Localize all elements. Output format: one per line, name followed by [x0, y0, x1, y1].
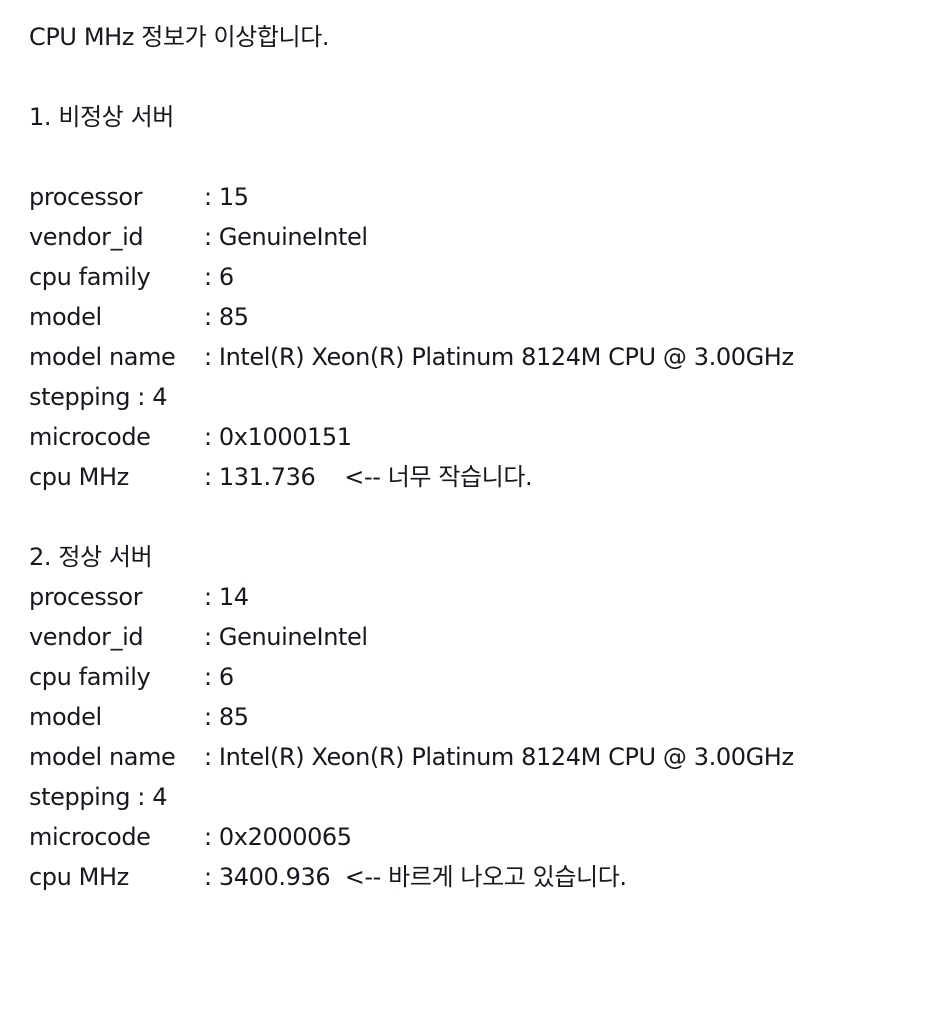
row-processor: processor : 15 — [29, 177, 249, 217]
row-microcode: microcode : 0x2000065 — [29, 817, 352, 857]
row-value: : 85 — [204, 703, 249, 731]
row-model-name: model name : Intel(R) Xeon(R) Platinum 8… — [29, 737, 794, 777]
row-value: : 6 — [204, 663, 234, 691]
section-heading-abnormal: 1. 비정상 서버 — [29, 103, 174, 131]
row-vendor-id: vendor_id : GenuineIntel — [29, 617, 368, 657]
row-value: : 131.736 <-- 너무 작습니다. — [204, 463, 533, 491]
row-key: microcode — [29, 423, 151, 451]
row-key: processor — [29, 583, 143, 611]
row-key: vendor_id — [29, 223, 144, 251]
row-value: : 85 — [204, 303, 249, 331]
row-value: : GenuineIntel — [204, 623, 368, 651]
row-key: vendor_id — [29, 623, 144, 651]
row-key: cpu MHz — [29, 463, 129, 491]
row-key: cpu MHz — [29, 863, 129, 891]
row-key: model — [29, 703, 102, 731]
row-value: : 14 — [204, 583, 249, 611]
row-cpu-family: cpu family : 6 — [29, 257, 234, 297]
intro-text: CPU MHz 정보가 이상합니다. — [29, 23, 330, 51]
row-stepping: stepping : 4 — [29, 783, 168, 811]
row-value: : 3400.936 <-- 바르게 나오고 있습니다. — [204, 863, 627, 891]
row-cpu-mhz: cpu MHz : 3400.936 <-- 바르게 나오고 있습니다. — [29, 857, 627, 897]
row-value: : 0x2000065 — [204, 823, 352, 851]
row-model-name: model name : Intel(R) Xeon(R) Platinum 8… — [29, 337, 794, 377]
row-key: model — [29, 303, 102, 331]
row-value: : Intel(R) Xeon(R) Platinum 8124M CPU @ … — [204, 743, 794, 771]
row-value: : 15 — [204, 183, 249, 211]
row-cpu-mhz: cpu MHz : 131.736 <-- 너무 작습니다. — [29, 457, 533, 497]
row-model: model : 85 — [29, 297, 249, 337]
row-value: : GenuineIntel — [204, 223, 368, 251]
row-model: model : 85 — [29, 697, 249, 737]
row-value: : 0x1000151 — [204, 423, 352, 451]
row-value: : 6 — [204, 263, 234, 291]
row-key: cpu family — [29, 663, 151, 691]
row-key: processor — [29, 183, 143, 211]
row-processor: processor : 14 — [29, 577, 249, 617]
section-heading-normal: 2. 정상 서버 — [29, 543, 153, 571]
row-vendor-id: vendor_id : GenuineIntel — [29, 217, 368, 257]
row-stepping: stepping : 4 — [29, 383, 168, 411]
row-key: model name — [29, 343, 176, 371]
row-microcode: microcode : 0x1000151 — [29, 417, 352, 457]
row-key: model name — [29, 743, 176, 771]
row-key: cpu family — [29, 263, 151, 291]
row-key: microcode — [29, 823, 151, 851]
row-value: : Intel(R) Xeon(R) Platinum 8124M CPU @ … — [204, 343, 794, 371]
row-cpu-family: cpu family : 6 — [29, 657, 234, 697]
